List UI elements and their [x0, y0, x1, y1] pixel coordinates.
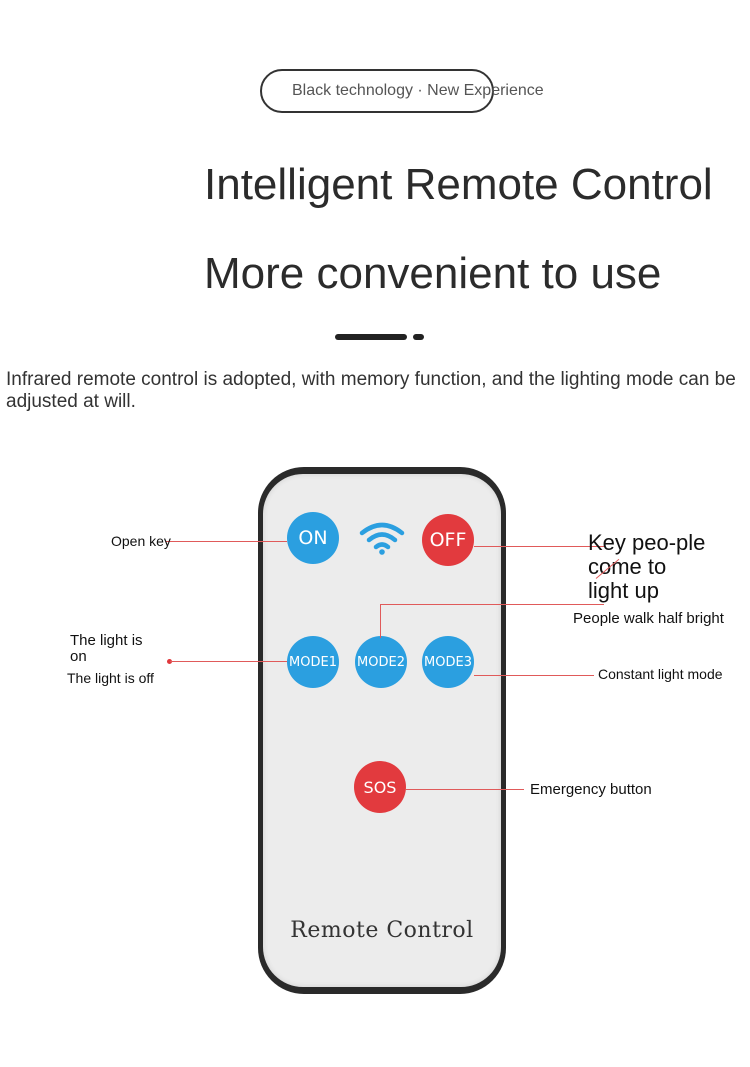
sos-button[interactable]: SOS	[354, 761, 406, 813]
callout-key-people: Key peo-ple come to light up	[588, 530, 706, 603]
divider-long	[335, 334, 407, 340]
callout-people-walk: People walk half bright	[573, 610, 724, 627]
callout-line-mode2-vertical	[380, 604, 381, 638]
remote-label: Remote Control	[290, 918, 474, 943]
wifi-signal-icon	[359, 522, 405, 555]
callout-dot-mode1	[167, 659, 172, 664]
callout-line-open-key	[166, 541, 287, 542]
divider-short	[413, 334, 424, 340]
sub-title: More convenient to use	[204, 249, 662, 298]
on-button[interactable]: ON	[287, 512, 339, 564]
mode3-button[interactable]: MODE3	[422, 636, 474, 688]
callout-line-mode1	[170, 661, 287, 662]
callout-line-sos	[406, 789, 524, 790]
header-pill	[260, 69, 494, 113]
main-title: Intelligent Remote Control	[204, 160, 713, 209]
callout-line-mode3	[474, 675, 594, 676]
callout-light-on: The light is on	[70, 632, 143, 665]
mode1-button[interactable]: MODE1	[287, 636, 339, 688]
callout-constant-light: Constant light mode	[598, 666, 723, 682]
callout-light-off: The light is off	[67, 670, 154, 686]
callout-open-key: Open key	[111, 533, 171, 549]
description-text: Infrared remote control is adopted, with…	[6, 369, 736, 412]
callout-emergency: Emergency button	[530, 781, 652, 798]
header-pill-text: Black technology · New Experience	[292, 82, 544, 99]
mode2-button[interactable]: MODE2	[355, 636, 407, 688]
off-button[interactable]: OFF	[422, 514, 474, 566]
callout-line-off	[474, 546, 604, 547]
callout-line-mode2	[380, 604, 604, 605]
